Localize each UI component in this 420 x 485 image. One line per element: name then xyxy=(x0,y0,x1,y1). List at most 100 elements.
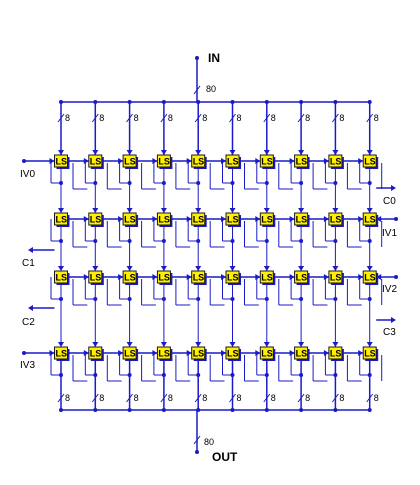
branch-bus-tick xyxy=(331,113,339,123)
ls-block xyxy=(259,212,274,226)
row-chain-arrow xyxy=(289,158,295,164)
branch-bus-tick xyxy=(194,113,202,123)
output-branch-width-label: 8 xyxy=(168,393,173,403)
ls-block-label: LS xyxy=(158,157,170,167)
row-chain-arrow xyxy=(186,274,192,280)
ls-block-label: LS xyxy=(90,349,102,359)
ls-block xyxy=(225,346,240,360)
ls-block-label: LS xyxy=(364,157,376,167)
ls-block xyxy=(191,270,206,284)
output-branch-tick xyxy=(331,393,339,403)
row-input-arrow xyxy=(160,266,167,271)
ls-block xyxy=(328,154,343,168)
row-input-arrow xyxy=(298,342,305,347)
ls-block-label: LS xyxy=(56,273,68,283)
ls-block xyxy=(156,270,171,284)
ls-block xyxy=(54,154,68,168)
row-chain-arrow xyxy=(221,350,226,356)
output-branch-width-label: 8 xyxy=(134,393,139,403)
row-input-arrow xyxy=(195,266,202,271)
bottom-bus-junction xyxy=(127,408,132,412)
row-chain-arrow xyxy=(118,216,124,222)
branch-width-label: 8 xyxy=(271,113,276,123)
ls-block xyxy=(88,154,103,168)
row-input-arrow xyxy=(92,208,99,213)
input-bus-tick xyxy=(193,85,201,95)
ls-block-label: LS xyxy=(296,273,308,283)
column-input-arrow xyxy=(263,150,270,155)
output-branch-width-label: 8 xyxy=(202,393,207,403)
row-chain-arrow xyxy=(83,158,89,164)
output-branch-width-label: 8 xyxy=(374,393,379,403)
row-input-arrow xyxy=(58,342,64,347)
column-input-arrow xyxy=(58,150,64,155)
ls-block-label: LS xyxy=(193,349,205,359)
ls-block xyxy=(88,212,103,226)
row-chain-arrow xyxy=(358,274,364,280)
ls-block xyxy=(362,346,377,360)
ls-block xyxy=(88,270,103,284)
output-bus-tick xyxy=(193,435,201,445)
row-input-arrow xyxy=(332,266,339,271)
ls-block-label: LS xyxy=(56,215,68,225)
row-input-arrow xyxy=(263,342,270,347)
ls-block-label: LS xyxy=(296,157,308,167)
row-input-arrow xyxy=(229,208,236,213)
ls-block-label: LS xyxy=(90,273,102,283)
row-chain-arrow xyxy=(118,158,124,164)
ls-block xyxy=(328,346,343,360)
port-iv0-arrow xyxy=(49,158,55,164)
ls-block xyxy=(156,154,171,168)
row-input-arrow xyxy=(58,208,64,213)
port-label-iv2: IV2 xyxy=(382,284,397,295)
ls-block-label: LS xyxy=(261,273,273,283)
row-input-arrow xyxy=(366,208,373,213)
ls-block-label: LS xyxy=(90,157,102,167)
row-input-arrow xyxy=(195,208,202,213)
row-chain-arrow xyxy=(221,216,226,222)
column-input-arrow xyxy=(229,150,236,155)
ls-block-label: LS xyxy=(261,349,273,359)
output-branch-tick xyxy=(263,393,271,403)
ls-block xyxy=(54,212,68,226)
output-branch-width-label: 8 xyxy=(65,393,70,403)
ls-block-label: LS xyxy=(296,349,308,359)
row-input-arrow xyxy=(229,266,236,271)
row-chain-arrow xyxy=(83,274,89,280)
row-chain-arrow xyxy=(289,216,295,222)
ls-block xyxy=(122,212,137,226)
row-chain-arrow xyxy=(118,274,124,280)
ls-block xyxy=(328,212,343,226)
output-branch-tick xyxy=(57,393,65,403)
column-input-arrow xyxy=(160,150,167,155)
output-branch-tick xyxy=(160,393,168,403)
row-input-arrow xyxy=(229,342,236,347)
output-branch-tick xyxy=(229,393,236,403)
row-chain-arrow xyxy=(255,274,261,280)
row-chain-arrow xyxy=(186,216,192,222)
ls-block xyxy=(294,270,309,284)
bottom-bus-junction xyxy=(59,408,63,412)
output-branch-width-label: 8 xyxy=(339,393,344,403)
output-branch-tick xyxy=(297,393,305,403)
ls-block xyxy=(122,154,137,168)
branch-width-label: 8 xyxy=(305,113,310,123)
ls-block xyxy=(259,346,274,360)
row-chain-arrow xyxy=(152,216,158,222)
row-input-arrow xyxy=(332,342,339,347)
row-chain-arrow xyxy=(221,158,226,164)
bottom-bus-junction xyxy=(333,408,338,412)
ls-block-label: LS xyxy=(261,215,273,225)
ls-block xyxy=(362,270,377,284)
ls-block-label: LS xyxy=(193,215,205,225)
port-c3-arrow xyxy=(391,317,396,323)
row-chain-arrow xyxy=(323,274,329,280)
ls-block-label: LS xyxy=(227,349,239,359)
ls-block xyxy=(328,270,343,284)
ls-block xyxy=(156,212,171,226)
row-chain-arrow xyxy=(255,350,261,356)
row-chain-arrow xyxy=(152,350,158,356)
